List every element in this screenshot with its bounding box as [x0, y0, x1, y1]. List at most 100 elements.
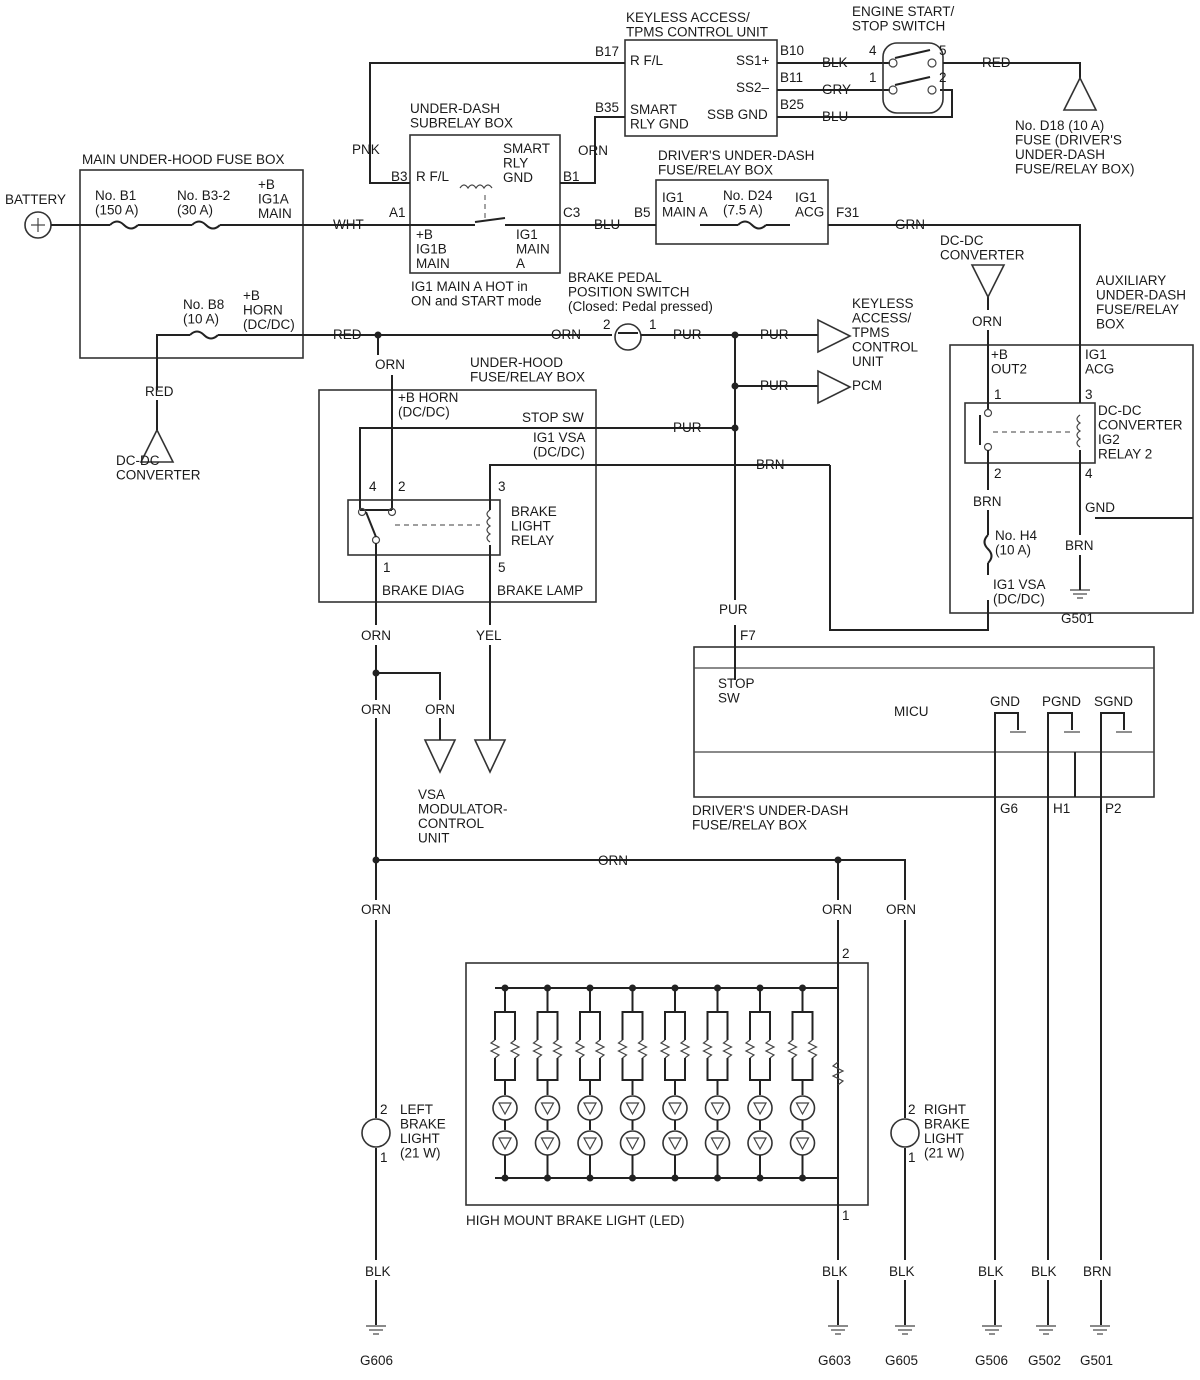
- label-pin-b3: B3: [391, 169, 408, 184]
- label-rb-pin-2: 2: [908, 1102, 916, 1117]
- label-pin-b17: B17: [595, 44, 619, 59]
- label-rly-pin-4: 4: [369, 479, 377, 494]
- label-ss2: SS2–: [736, 80, 770, 95]
- label-main-fuse-box: MAIN UNDER-HOOD FUSE BOX: [82, 152, 285, 167]
- subrelay-box-outline: [409, 134, 561, 274]
- label-aux-pin-3: 3: [1085, 387, 1093, 402]
- label-sw-pin-2: 2: [603, 317, 611, 332]
- keyless-unit-outline: [624, 39, 778, 137]
- label-wire-orn-11: ORN: [886, 902, 916, 917]
- label-wire-red-3: RED: [982, 55, 1011, 70]
- led-column: [702, 984, 733, 1182]
- led-column: [787, 984, 818, 1182]
- label-wire-red-2: RED: [145, 384, 174, 399]
- label-pin-f31: F31: [836, 205, 859, 220]
- label-brake-lamp: BRAKE LAMP: [497, 583, 583, 598]
- label-wire-blk-6: BLK: [1031, 1264, 1057, 1279]
- led-column: [532, 984, 563, 1182]
- label-pin-b5: B5: [634, 205, 651, 220]
- label-aux-pin-4: 4: [1085, 466, 1093, 481]
- led-column: [574, 984, 606, 1182]
- high-mount-box-outline: [465, 962, 869, 1206]
- label-pin-2: 2: [939, 70, 947, 85]
- label-g606: G606: [360, 1353, 393, 1368]
- label-pcm: PCM: [852, 378, 882, 393]
- label-pin-a1: A1: [389, 205, 406, 220]
- label-micu: MICU: [894, 704, 929, 719]
- micu-box-outline: [693, 646, 1155, 798]
- label-fuse-b8: No. B8(10 A): [183, 297, 224, 327]
- label-wire-grn: GRN: [895, 217, 925, 232]
- left-bulb: [361, 1118, 391, 1148]
- label-wire-brn-2: BRN: [973, 494, 1002, 509]
- label-g603: G603: [818, 1353, 851, 1368]
- label-wire-blk-2: BLK: [365, 1264, 391, 1279]
- label-brake-diag: BRAKE DIAG: [382, 583, 465, 598]
- led-column: [489, 984, 521, 1182]
- label-pin-1: 1: [869, 70, 877, 85]
- label-pgnd: PGND: [1042, 694, 1081, 709]
- label-g506: G506: [975, 1353, 1008, 1368]
- label-wire-pur-1: PUR: [673, 327, 702, 342]
- label-wire-orn-9: ORN: [361, 902, 391, 917]
- label-ss1: SS1+: [736, 53, 770, 68]
- aux-box-outline: [949, 344, 1194, 614]
- label-aux-pin-2: 2: [994, 466, 1002, 481]
- right-bulb: [890, 1118, 920, 1148]
- label-pin-g6: G6: [1000, 801, 1018, 816]
- label-g501-b: G501: [1080, 1353, 1113, 1368]
- underhood-box-outline: [318, 389, 597, 603]
- start-stop-switch-body: [882, 42, 944, 114]
- label-hm-pin-1: 1: [842, 1208, 850, 1223]
- label-lb-pin-1: 1: [380, 1150, 388, 1165]
- label-rfl-2: R F/L: [630, 53, 663, 68]
- label-pin-p2: P2: [1105, 801, 1122, 816]
- label-high-mount-light: HIGH MOUNT BRAKE LIGHT (LED): [466, 1213, 685, 1228]
- label-wire-orn-10: ORN: [822, 902, 852, 917]
- label-wire-orn-8: ORN: [598, 853, 628, 868]
- label-wire-orn-5: ORN: [361, 702, 391, 717]
- ig2-relay-outline: [964, 402, 1096, 464]
- label-wire-orn-4: ORN: [361, 628, 391, 643]
- label-wire-blk-3: BLK: [822, 1264, 848, 1279]
- label-wire-brn-1: BRN: [756, 457, 785, 472]
- label-keyless-unit: KEYLESS ACCESS/TPMS CONTROL UNIT: [626, 10, 768, 40]
- label-wire-gry: GRY: [822, 82, 851, 97]
- label-wire-orn-6: ORN: [425, 702, 455, 717]
- label-rly-pin-3: 3: [498, 479, 506, 494]
- label-rly-pin-5: 5: [498, 560, 506, 575]
- label-pin-5: 5: [939, 43, 947, 58]
- label-wire-orn-3: ORN: [375, 357, 405, 372]
- label-hm-pin-2: 2: [842, 946, 850, 961]
- label-wire-orn-7: ORN: [972, 314, 1002, 329]
- label-wire-pur-2: PUR: [760, 327, 789, 342]
- label-pin-h1: H1: [1053, 801, 1070, 816]
- label-fuse-h4: No. H4(10 A): [995, 528, 1038, 558]
- label-wire-red-1: RED: [333, 327, 362, 342]
- label-stop-sw: STOP SW: [522, 410, 584, 425]
- label-wire-orn-2: ORN: [551, 327, 581, 342]
- label-rb-pin-1: 1: [908, 1150, 916, 1165]
- label-pin-b10: B10: [780, 43, 804, 58]
- label-rly-pin-2: 2: [398, 479, 406, 494]
- label-fuse-b1: No. B1(150 A): [95, 188, 139, 218]
- label-ssb-gnd: SSB GND: [707, 107, 768, 122]
- label-ig1-vsa: IG1 VSA(DC/DC): [533, 430, 586, 460]
- label-rfl-1: R F/L: [416, 169, 449, 184]
